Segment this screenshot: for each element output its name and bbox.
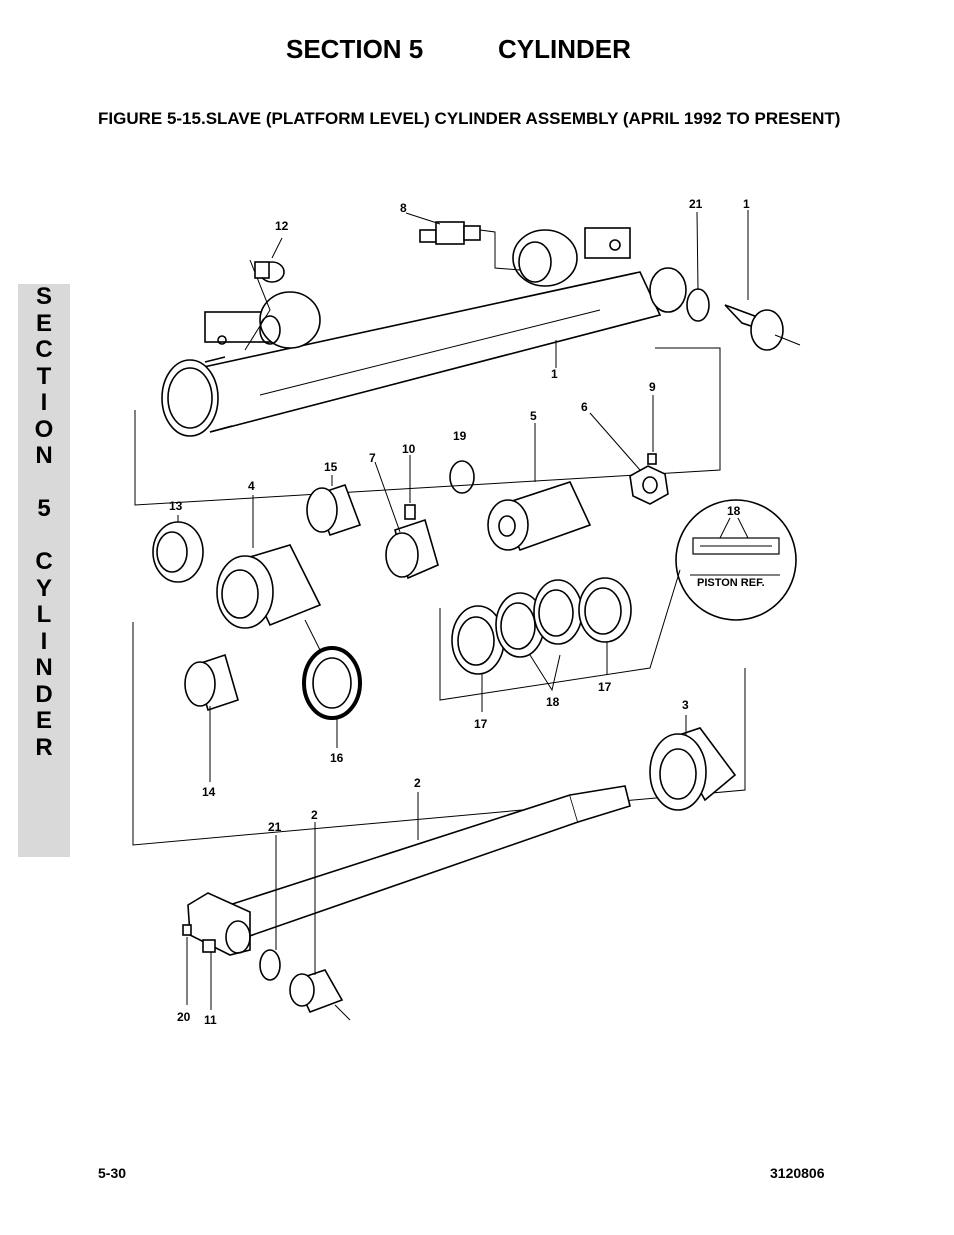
callout-10: 10	[402, 442, 416, 456]
part-16-seal	[302, 619, 362, 748]
side-tab-letter: C	[35, 336, 53, 363]
part-9-setscrew	[647, 395, 657, 465]
side-tab-letter: O	[34, 415, 54, 443]
callout-17-left: 17	[474, 717, 488, 731]
side-tab-letter: E	[35, 309, 52, 337]
callout-12: 12	[275, 219, 289, 233]
part-1-bushing-top	[724, 210, 801, 351]
callout-9: 9	[649, 380, 656, 394]
part-2-bushing-bottom	[289, 822, 351, 1021]
callout-18-inset: 18	[727, 504, 741, 518]
side-tab-letter: E	[35, 707, 52, 734]
part-11-fitting	[202, 939, 216, 1010]
side-tab-letter: I	[40, 627, 48, 655]
seal-rings-group	[451, 577, 632, 712]
side-tab-letter: 5	[37, 495, 51, 522]
page-number: 5-30	[98, 1165, 127, 1181]
part-15-bushing	[306, 475, 362, 537]
piston-ref-label: PISTON REF.	[697, 577, 765, 589]
callout-21-bottom: 21	[268, 820, 282, 834]
part-8-fitting	[405, 212, 481, 245]
part-19-oring	[449, 460, 475, 494]
side-tab-letter: I	[40, 389, 48, 416]
callout-5: 5	[530, 409, 537, 423]
callout-13: 13	[169, 499, 183, 513]
callout-2-rod: 2	[414, 776, 421, 790]
callout-1-mid: 1	[551, 367, 558, 381]
callout-11: 11	[204, 1013, 217, 1027]
callout-8: 8	[400, 201, 407, 215]
figure-title: FIGURE 5-15.SLAVE (PLATFORM LEVEL) CYLIN…	[98, 109, 841, 128]
callout-21-top: 21	[689, 197, 703, 211]
callout-19: 19	[453, 429, 467, 443]
part-7-spacer	[374, 461, 439, 580]
part-6-nut	[589, 412, 669, 505]
side-tab-letter: L	[36, 601, 52, 628]
callout-18-bottom: 18	[546, 695, 560, 709]
side-tab-letter: Y	[35, 574, 52, 602]
callout-15: 15	[324, 460, 338, 474]
callout-17-right: 17	[598, 680, 612, 694]
callout-3: 3	[682, 698, 689, 712]
part-14-bushing	[184, 653, 239, 782]
part-5-piston	[487, 423, 592, 552]
part-2-rod	[218, 785, 631, 941]
callout-4: 4	[248, 479, 255, 493]
part-4-head	[216, 495, 322, 629]
part-10-setscrew	[404, 455, 416, 520]
cylinder-barrel	[161, 227, 687, 437]
section-side-tab: S E C T I O N 5 C Y L I N D E R	[18, 283, 70, 857]
callout-16: 16	[330, 751, 344, 765]
section-number: SECTION 5	[286, 34, 424, 64]
part-21-ring-bottom	[259, 835, 281, 981]
side-tab-letter	[18, 470, 70, 497]
callout-20: 20	[177, 1010, 191, 1024]
side-tab-letter: N	[35, 654, 53, 681]
page-header: SECTION 5 CYLINDER	[0, 34, 954, 70]
callout-1-top: 1	[743, 197, 750, 211]
side-tab-letter: C	[35, 548, 53, 575]
part-21-ring-top	[686, 211, 710, 322]
piston-ref-inset	[675, 499, 797, 621]
side-tab-letter: N	[35, 442, 53, 469]
side-tab-letter: S	[35, 283, 52, 310]
part-3-gland	[649, 715, 737, 811]
exploded-assembly-diagram: 8 12 21 1 1 9 6 5 19 10 7 15 4 13 18 17 …	[132, 197, 801, 1027]
callout-14: 14	[202, 785, 216, 799]
part-12-plug	[254, 237, 285, 283]
section-name: CYLINDER	[498, 34, 631, 64]
callout-2-bushing: 2	[311, 808, 318, 822]
callout-6: 6	[581, 400, 588, 414]
part-13-wiper	[152, 515, 204, 583]
side-tab-letter: R	[35, 733, 53, 761]
document-number: 3120806	[770, 1165, 825, 1181]
callout-7: 7	[369, 451, 376, 465]
part-20-fitting	[182, 924, 192, 1005]
side-tab-letter	[18, 523, 70, 550]
side-tab-letter: T	[36, 362, 52, 390]
side-tab-letter: D	[35, 680, 53, 708]
